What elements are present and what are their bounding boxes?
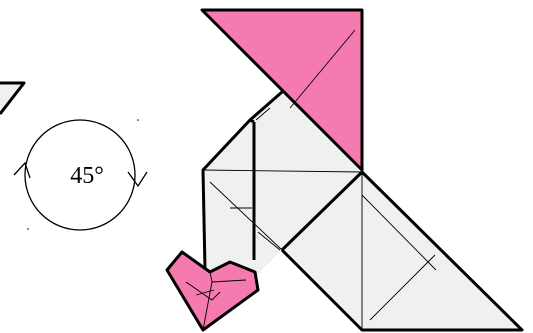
rotate-45-symbol: 45° [14,119,147,230]
rotation-angle-label: 45° [70,163,104,189]
rotation-arrow-right-icon [128,172,147,186]
previous-step-fragment [0,83,24,114]
rotation-arrow-left-icon [14,163,30,178]
